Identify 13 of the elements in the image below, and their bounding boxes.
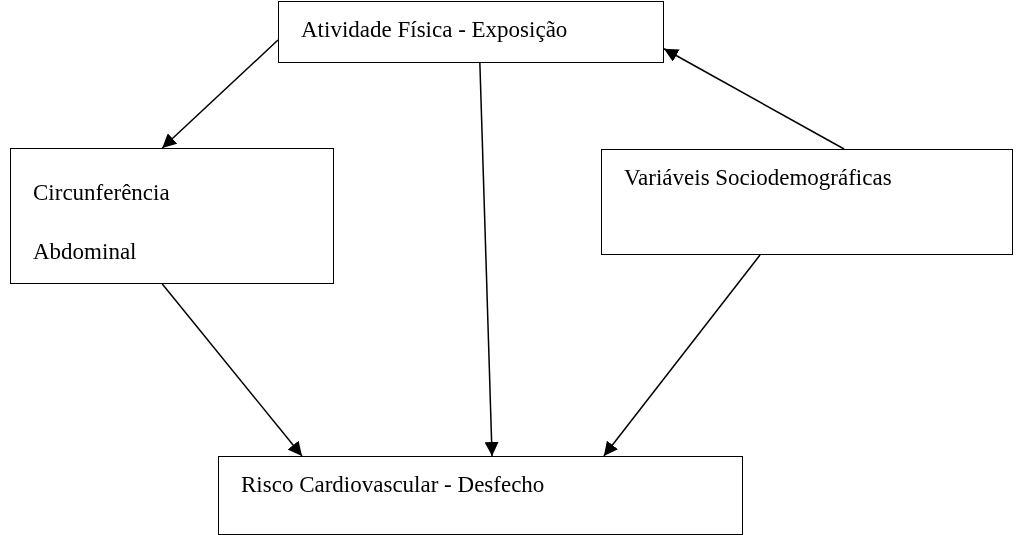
box-label: Atividade Física - Exposição [301,16,569,44]
text-box [218,456,743,535]
arrow [603,254,761,457]
text-box [10,148,334,284]
arrow [663,48,845,150]
text-box [278,1,664,63]
text-box [601,149,1013,255]
arrow [479,62,499,457]
box-label: Variáveis Sociodemográficas [624,164,893,192]
arrow [161,283,303,457]
box-label: Risco Cardiovascular - Desfecho [241,471,546,499]
box-label: Circunferência Abdominal [33,179,171,266]
arrow [161,39,279,149]
